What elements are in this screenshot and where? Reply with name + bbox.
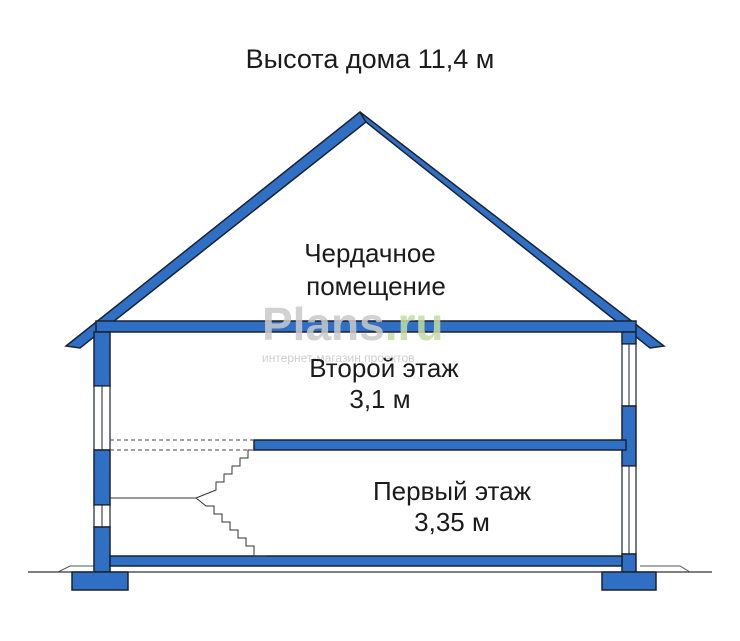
first-floor-label: Первый этаж xyxy=(373,476,532,506)
roof xyxy=(64,110,666,349)
watermark-tagline: интернет-магазин проектов xyxy=(262,351,415,365)
stair-upper-flight xyxy=(195,449,254,499)
right-wall-segment xyxy=(621,331,637,345)
right-wall xyxy=(601,331,657,591)
left-wall xyxy=(71,331,129,591)
left-wall-segment xyxy=(93,449,111,506)
second-floor-height: 3,1 м xyxy=(349,384,410,414)
right-wall-segment xyxy=(621,553,637,573)
attic-floor-slab xyxy=(95,320,637,333)
house-height-title: Высота дома 11,4 м xyxy=(246,44,495,74)
left-wall-segment xyxy=(93,526,111,573)
roof-right-slope xyxy=(359,111,666,349)
watermark-brand: Plans.ru xyxy=(262,298,444,350)
first-floor-height: 3,35 м xyxy=(414,507,490,537)
left-foundation xyxy=(71,571,129,591)
attic-label-line2: помещение xyxy=(306,271,446,301)
ground-slope-right xyxy=(640,565,691,573)
ground-floor-slab xyxy=(109,555,623,567)
left-wall-segment xyxy=(93,331,111,387)
second-floor-label: Второй этаж xyxy=(309,353,459,383)
staircase xyxy=(110,449,266,557)
ground-slope-left xyxy=(57,565,96,573)
stair-lower-flight xyxy=(195,497,266,557)
interfloor-slab xyxy=(253,439,627,451)
attic-label-line1: Чердачное xyxy=(304,238,436,268)
right-wall-segment xyxy=(621,405,637,467)
watermark: Plans.ru интернет-магазин проектов xyxy=(262,298,444,365)
right-foundation xyxy=(601,571,657,591)
